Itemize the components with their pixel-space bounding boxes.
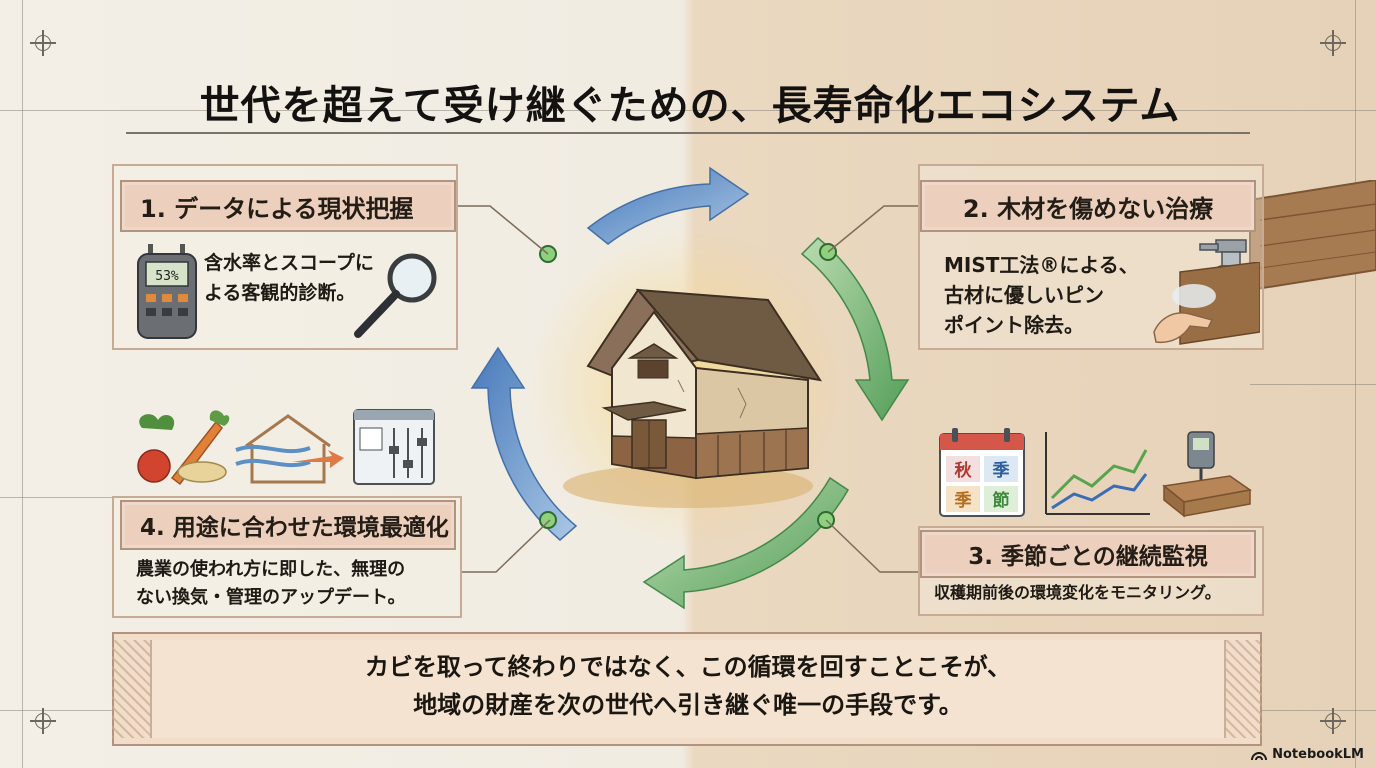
hand-wiping-icon: [1153, 262, 1260, 345]
cycle-node: [539, 511, 557, 529]
kura-house-illustration: [563, 288, 823, 508]
blueprint-line: [22, 0, 23, 768]
conclusion-line: 地域の財産を次の世代へ引き継ぐ唯一の手段です。: [413, 691, 963, 719]
step-1-body: 含水率とスコープに よる客観的診断。: [204, 248, 374, 308]
blueprint-line: [0, 497, 120, 498]
calendar-cell: 季: [955, 490, 972, 511]
step-1-label: 1. データによる現状把握: [120, 180, 456, 232]
calendar-icon: 秋 季 季 節: [939, 428, 1025, 517]
wood-beam-decoration: [1249, 180, 1376, 292]
step-4-body: 農業の使われ方に即した、無理の ない換気・管理のアップデート。: [136, 556, 406, 612]
conclusion-box: [150, 640, 1226, 738]
step-2-body-line: 古材に優しいピン: [944, 283, 1104, 307]
crosshair-mark: [1320, 30, 1346, 56]
meter-reading: 53%: [155, 269, 179, 284]
cycle-arrow-bottom: [642, 476, 850, 610]
notebooklm-logo-icon: [1251, 751, 1268, 760]
crosshair-mark: [30, 30, 56, 56]
crosshair-mark: [30, 708, 56, 734]
hatch-decoration: [112, 640, 150, 738]
blueprint-line: [1250, 384, 1376, 385]
title-underline: [126, 132, 1250, 134]
step-4-body-line: ない換気・管理のアップデート。: [136, 587, 406, 608]
moisture-meter-icon: 53%: [137, 244, 197, 339]
step-3-body: 収穫期前後の環境変化をモニタリング。: [934, 583, 1221, 602]
vegetables-icon: [137, 410, 230, 486]
cycle-diagram: [470, 166, 910, 610]
notebooklm-watermark: NotebookLM: [1251, 747, 1364, 762]
step-3-label: 3. 季節ごとの継続監視: [920, 530, 1256, 578]
watermark-text: NotebookLM: [1272, 747, 1364, 762]
cycle-arrow-top: [586, 166, 750, 245]
page-title: 世代を超えて受け継ぐための、長寿命化エコシステム: [199, 82, 1181, 129]
step-1-body-line: よる客観的診断。: [204, 282, 356, 304]
blueprint-line: [1355, 0, 1356, 768]
blueprint-line: [0, 110, 1376, 111]
control-panel-icon: [353, 409, 435, 485]
conclusion-text: カビを取って終わりではなく、この循環を回すことこそが、 地域の財産を次の世代へ引…: [170, 648, 1206, 724]
magnifier-icon: [354, 253, 437, 338]
calendar-cell: 季: [993, 460, 1010, 481]
conclusion-line: カビを取って終わりではなく、この循環を回すことこそが、: [364, 653, 1012, 681]
crosshair-mark: [1320, 708, 1346, 734]
step-2-body: MIST工法®による、 古材に優しいピン ポイント除去。: [944, 250, 1139, 340]
step-2-label: 2. 木材を傷めない治療: [920, 180, 1256, 232]
wood-sensor-icon: [1162, 431, 1252, 518]
calendar-cell: 節: [992, 490, 1010, 511]
cycle-arrow-right: [800, 236, 910, 422]
step-4-label: 4. 用途に合わせた環境最適化: [120, 500, 456, 550]
step-2-body-line: ポイント除去。: [944, 313, 1084, 337]
cycle-arrow-left: [470, 346, 578, 541]
step-4-body-line: 農業の使われ方に即した、無理の: [136, 559, 406, 580]
ventilation-house-icon: [235, 414, 344, 484]
hatch-decoration: [1224, 640, 1262, 738]
line-chart-icon: [1045, 432, 1150, 515]
step-1-body-line: 含水率とスコープに: [204, 252, 374, 274]
calendar-cell: 秋: [955, 460, 973, 481]
step-2-body-line: MIST工法®による、: [944, 253, 1139, 277]
